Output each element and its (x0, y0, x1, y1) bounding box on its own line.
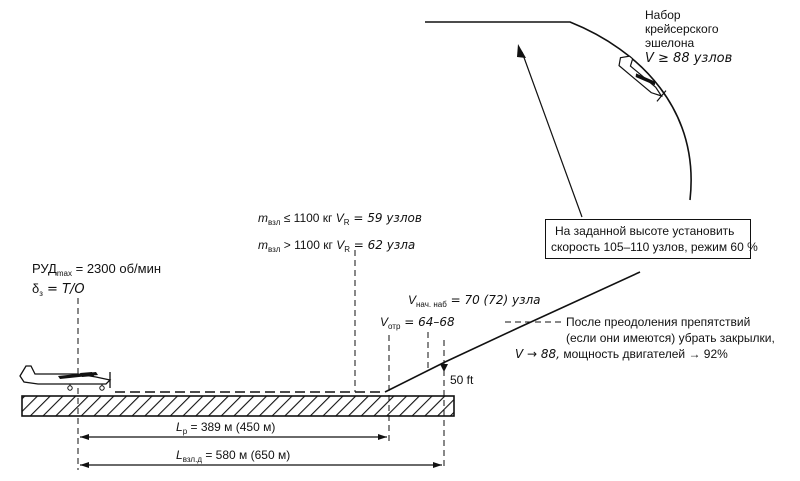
takeoff-distance: Lвзл.д = 580 м (650 м) (176, 448, 291, 464)
cruise-climb-title: Набор (645, 8, 681, 22)
cruise-climb-curve (425, 21, 692, 201)
ground-run-distance: Lр = 389 м (450 м) (176, 420, 276, 436)
climb-direction-arrow (521, 51, 583, 218)
altitude-note-box: На заданной высоте установить скорость 1… (545, 219, 758, 259)
climb-start-speed: Vнач. наб = 70 (72) узла (408, 293, 541, 309)
aircraft-climb-icon (618, 55, 667, 102)
dim-run-arrow-left (80, 434, 89, 440)
mass-gt-label: mвзл > 1100 кг VR = 62 узла (258, 238, 416, 254)
climb-path (384, 271, 641, 393)
altitude-note-line2: скорость 105–110 узлов, режим 60 % (551, 240, 758, 254)
rud-label: РУДmax = 2300 об/мин (32, 261, 162, 279)
arrow-head (517, 44, 526, 58)
runway (21, 395, 455, 417)
dim-run-arrow-right (378, 434, 387, 440)
obstacle-note-line1: После преодоления препятствий (566, 315, 751, 329)
obstacle-height: 50 ft (450, 373, 474, 387)
cruise-climb-title-3: эшелона (645, 36, 695, 50)
obstacle-note-line2: (если они имеются) убрать закрылки, (566, 331, 775, 345)
flaps-label: δз = Т/О (32, 281, 85, 299)
mass-le-label: mвзл ≤ 1100 кг VR = 59 узлов (258, 211, 422, 227)
obstacle-note-line3: V → 88, мощность двигателей → 92% (515, 347, 728, 361)
obstacle-arrow (440, 364, 448, 372)
liftoff-speed: Vотр = 64–68 (380, 315, 455, 331)
cruise-climb-speed: V ≥ 88 узлов (645, 51, 733, 66)
dim-takeoff-arrow-right (433, 462, 442, 468)
dim-takeoff-arrow-left (80, 462, 89, 468)
aircraft-ground-icon (19, 365, 112, 391)
cruise-climb-title-2: крейсерского (645, 22, 719, 36)
altitude-note-line1: На заданной высоте установить (555, 224, 735, 238)
